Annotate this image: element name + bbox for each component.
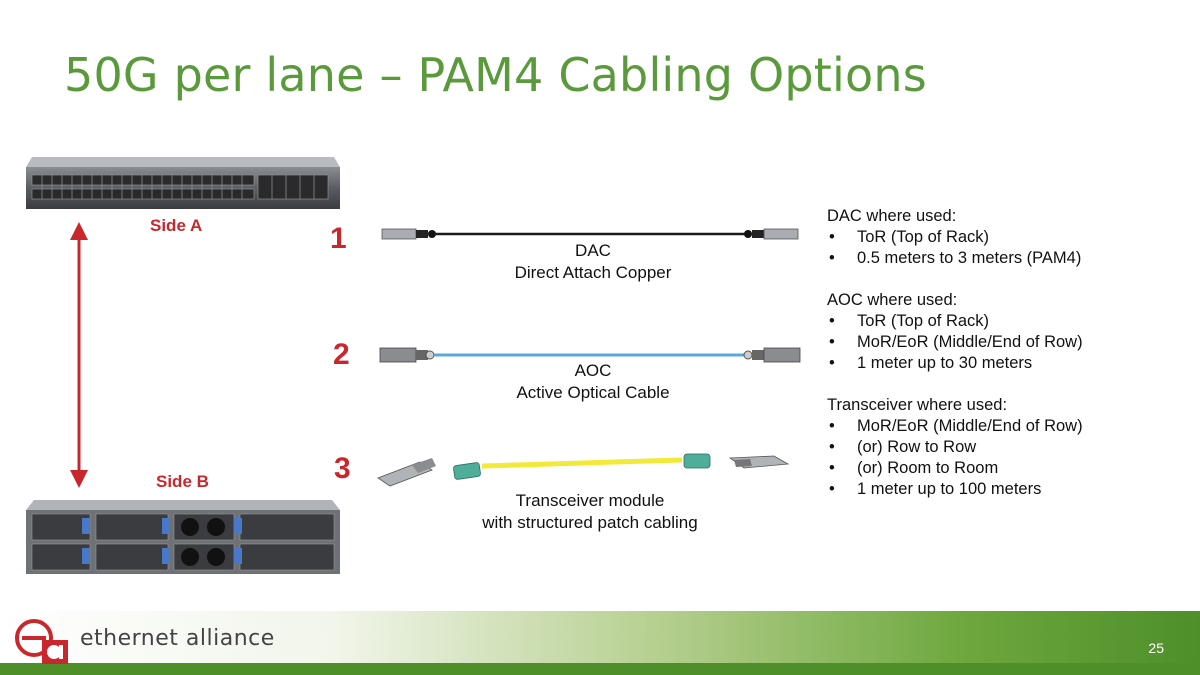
slide-title: 50G per lane – PAM4 Cabling Options [64,48,927,102]
usage-info-panel: DAC where used: ToR (Top of Rack) 0.5 me… [827,206,1187,521]
list-item: (or) Room to Room [827,458,1187,479]
aoc-usage-heading: AOC where used: [827,291,958,309]
list-item: ToR (Top of Rack) [827,227,1187,248]
side-a-label: Side A [150,216,203,235]
option-2-number: 2 [333,338,350,371]
option-3-number: 3 [334,452,351,485]
aoc-caption-title: AOC [574,361,612,380]
double-arrow-icon [70,222,88,488]
dac-cable-image [381,228,799,240]
transceiver-usage-list: MoR/EoR (Middle/End of Row) (or) Row to … [827,416,1187,500]
list-item: 0.5 meters to 3 meters (PAM4) [827,248,1187,269]
aoc-usage-list: ToR (Top of Rack) MoR/EoR (Middle/End of… [827,311,1187,374]
transceiver-usage-heading: Transceiver where used: [827,396,1008,414]
transceiver-caption-title: Transceiver module [515,491,665,510]
option-1-number: 1 [330,222,347,255]
side-b-label: Side B [156,472,209,491]
server-device-image [26,500,340,574]
dac-caption-title: DAC [575,241,611,260]
list-item: ToR (Top of Rack) [827,311,1187,332]
aoc-caption-subtitle: Active Optical Cable [516,383,670,402]
aoc-cable-image [379,347,801,363]
list-item: 1 meter up to 100 meters [827,479,1187,500]
brand-name: ethernet alliance [80,626,275,651]
dac-usage-list: ToR (Top of Rack) 0.5 meters to 3 meters… [827,227,1187,269]
dac-caption: DAC Direct Attach Copper [480,240,706,284]
dac-usage-heading: DAC where used: [827,207,957,225]
list-item: MoR/EoR (Middle/End of Row) [827,416,1187,437]
transceiver-caption: Transceiver module with structured patch… [440,490,740,534]
list-item: (or) Row to Row [827,437,1187,458]
page-number: 25 [1148,640,1164,656]
aoc-caption: AOC Active Optical Cable [480,360,706,404]
footer-bar [0,611,1200,675]
transceiver-cable-image [377,453,790,487]
list-item: MoR/EoR (Middle/End of Row) [827,332,1187,353]
ethernet-alliance-logo [15,619,68,664]
dac-caption-subtitle: Direct Attach Copper [514,263,672,282]
transceiver-caption-subtitle: with structured patch cabling [482,513,698,532]
list-item: 1 meter up to 30 meters [827,353,1187,374]
switch-device-image [26,157,340,209]
